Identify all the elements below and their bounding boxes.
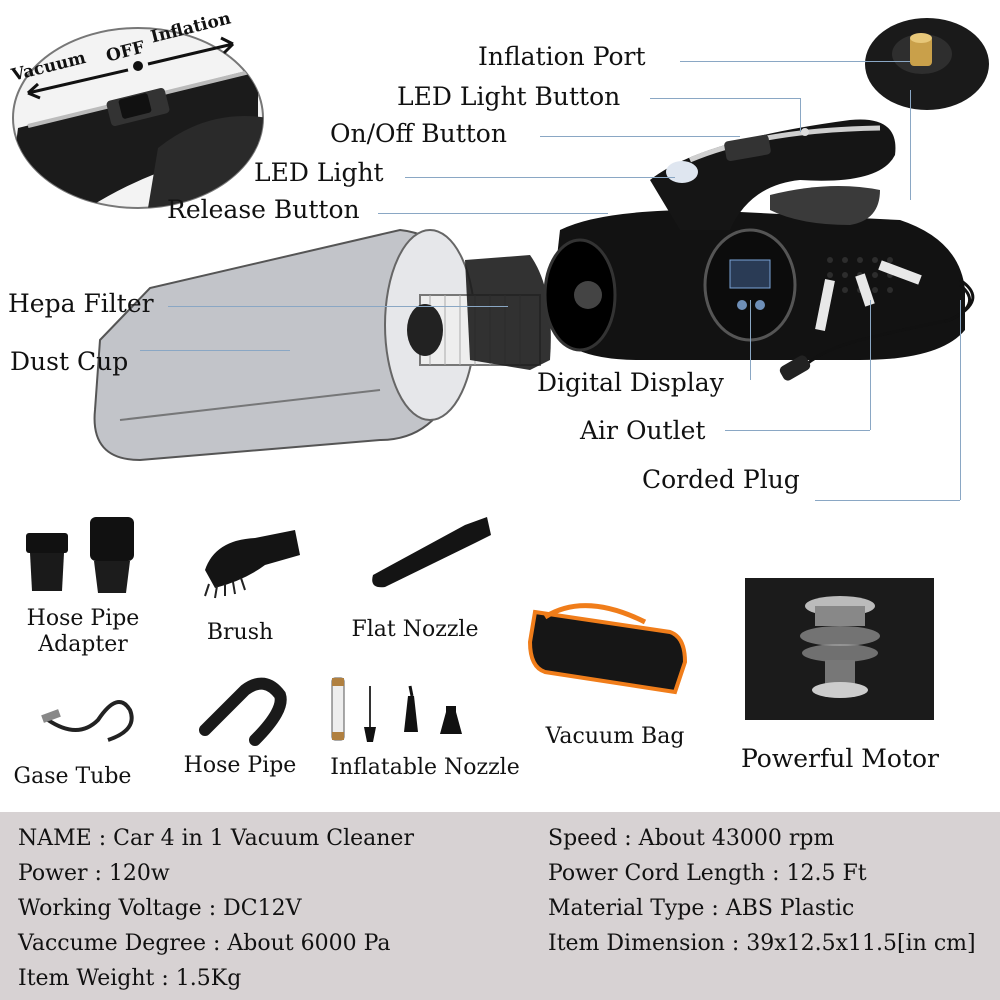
spec-item-dimension: Item Dimension : 39x12.5x11.5[in cm] <box>548 931 976 956</box>
switch-inset: Vacuum OFF Inflation <box>8 8 264 209</box>
vacuum-bag-label: Vacuum Bag <box>545 724 685 749</box>
vacuum-bag-icon <box>527 603 688 695</box>
inflatable-nozzle-icon <box>331 677 462 742</box>
spec-power: Power : 120w <box>18 861 170 886</box>
inflatable-nozzle-label: Inflatable Nozzle <box>330 755 520 780</box>
corded-plug-vline <box>960 300 961 500</box>
release-button-label: Release Button <box>167 195 360 224</box>
spec-power-cord-length: Power Cord Length : 12.5 Ft <box>548 861 867 886</box>
hepa-filter-label: Hepa Filter <box>8 289 154 318</box>
air-outlet-line <box>725 430 870 431</box>
gase-tube-label: Gase Tube <box>13 764 132 789</box>
hose-pipe-icon <box>199 677 287 746</box>
spec-working-voltage: Working Voltage : DC12V <box>18 896 302 921</box>
inflation-port-closeup <box>865 18 989 110</box>
motor-image <box>745 578 934 720</box>
motor-illustration <box>800 596 880 698</box>
hose-adapter-icon <box>26 517 134 593</box>
inflation-port-vline <box>910 90 911 200</box>
spec-item-weight: Item Weight : 1.5Kg <box>18 966 242 991</box>
gase-tube-icon <box>41 700 134 742</box>
spec-speed: Speed : About 43000 rpm <box>548 826 835 851</box>
hose-pipe-adapter-line1: Hose Pipe <box>26 606 140 631</box>
inflation-port-line <box>680 61 910 62</box>
brush-label: Brush <box>206 620 274 645</box>
brush-icon <box>204 530 300 599</box>
spec-name: NAME : Car 4 in 1 Vacuum Cleaner <box>18 826 414 851</box>
on-off-line <box>540 136 740 137</box>
specification-panel: NAME : Car 4 in 1 Vacuum Cleaner Power :… <box>0 812 1000 1000</box>
hepa-filter-line <box>168 306 508 307</box>
hose-pipe-adapter-label: Hose Pipe Adapter <box>18 606 148 659</box>
vacuum-illustration <box>93 119 975 462</box>
spec-vaccume-degree: Vaccume Degree : About 6000 Pa <box>18 931 391 956</box>
led-light-label: LED Light <box>254 158 384 187</box>
on-off-button-label: On/Off Button <box>330 119 507 148</box>
digital-display-label: Digital Display <box>537 368 724 397</box>
flat-nozzle-icon <box>372 517 491 588</box>
air-outlet-vline <box>870 300 871 430</box>
spec-material-type: Material Type : ABS Plastic <box>548 896 855 921</box>
led-light-button-label: LED Light Button <box>397 82 621 111</box>
dust-cup-line <box>140 350 290 351</box>
hose-pipe-adapter-line2: Adapter <box>38 632 128 658</box>
flat-nozzle-label: Flat Nozzle <box>351 617 479 642</box>
corded-plug-line <box>815 500 960 501</box>
led-light-line <box>405 177 675 178</box>
switch-inset-illustration <box>12 27 264 209</box>
corded-plug-label: Corded Plug <box>642 465 800 494</box>
dust-cup-label: Dust Cup <box>10 347 129 376</box>
led-button-vline <box>800 98 801 132</box>
release-button-line <box>378 213 608 214</box>
digital-display-vline <box>750 300 751 380</box>
powerful-motor-label: Powerful Motor <box>741 744 939 773</box>
hose-pipe-label: Hose Pipe <box>183 753 297 778</box>
air-outlet-label: Air Outlet <box>580 416 706 445</box>
led-button-line <box>650 98 800 99</box>
inflation-port-label: Inflation Port <box>478 42 646 71</box>
